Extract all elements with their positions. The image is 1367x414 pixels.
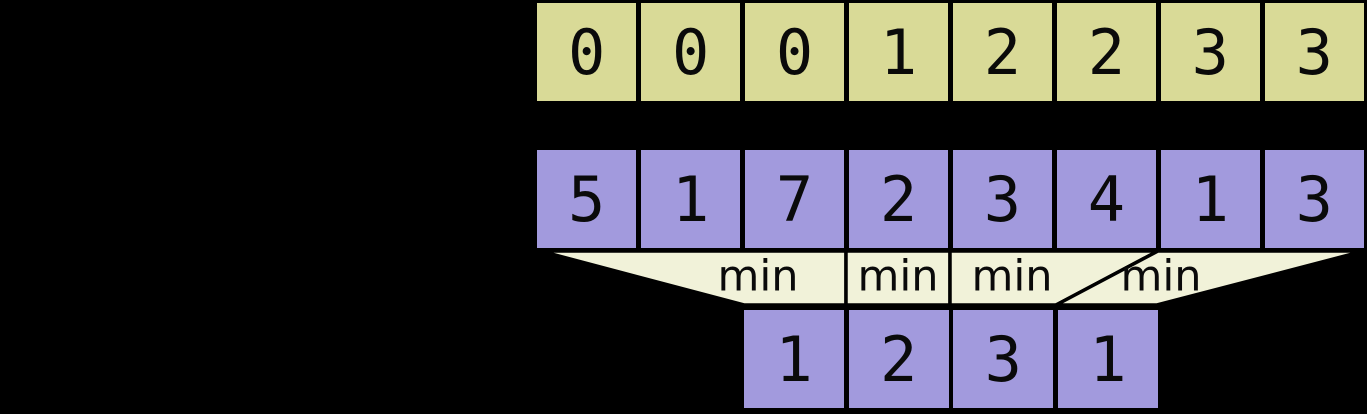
block-index-cell: 3 — [1264, 3, 1364, 101]
min-operation-label: min — [857, 251, 939, 302]
block-index-cell: 0 — [537, 3, 637, 101]
array-cell: 3 — [952, 150, 1053, 248]
min-operation-label: min — [1120, 251, 1202, 302]
min-funnel-region-4 — [1055, 249, 1365, 307]
block-index-cell: 2 — [1056, 3, 1157, 101]
block-index-cell: 1 — [848, 3, 949, 101]
array-cell: 7 — [744, 150, 845, 248]
array-cell: 1 — [1160, 150, 1261, 248]
array-cell: 3 — [1264, 150, 1364, 248]
array-cell: 2 — [848, 150, 949, 248]
block-min-cell: 3 — [953, 310, 1054, 408]
block-index-cell: 0 — [640, 3, 741, 101]
array-cell: 4 — [1056, 150, 1157, 248]
block-index-cell: 2 — [952, 3, 1053, 101]
array-cell: 1 — [640, 150, 741, 248]
block-index-cell: 0 — [744, 3, 845, 101]
array-cell: 5 — [537, 150, 637, 248]
block-index-row: 0 0 0 1 2 2 3 3 — [537, 3, 1364, 101]
min-operation-label: min — [971, 251, 1053, 302]
min-operation-label: min — [717, 251, 799, 302]
array-row: 5 1 7 2 3 4 1 3 — [537, 150, 1364, 248]
block-index-cell: 3 — [1160, 3, 1261, 101]
block-min-cell: 1 — [744, 310, 845, 408]
block-min-row: 1 2 3 1 — [744, 310, 1158, 408]
min-funnel-region-1 — [539, 249, 848, 307]
block-min-cell: 1 — [1057, 310, 1158, 408]
block-min-cell: 2 — [848, 310, 949, 408]
